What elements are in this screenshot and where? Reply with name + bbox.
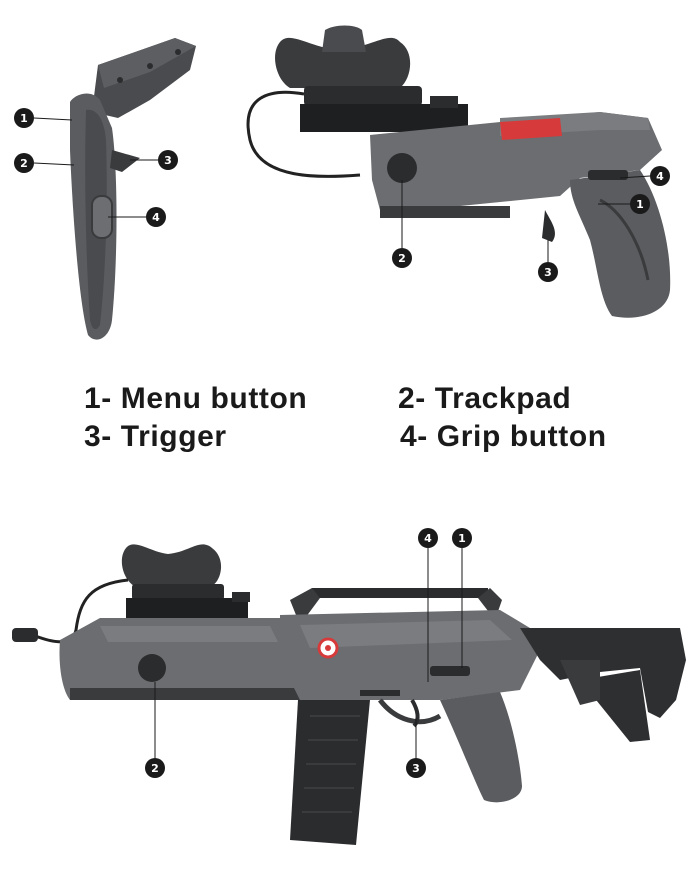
svg-text:4: 4	[152, 211, 160, 224]
callout-grip-rifle: 4	[418, 528, 438, 548]
callout-trigger-controller: 3	[158, 150, 178, 170]
callout-grip-pistol: 4	[650, 166, 670, 186]
callout-trackpad-pistol: 2	[392, 248, 412, 268]
svg-text:3: 3	[164, 154, 172, 167]
svg-text:3: 3	[544, 266, 552, 279]
callout-trigger-pistol: 3	[538, 262, 558, 282]
vive-controller	[70, 38, 196, 340]
svg-text:4: 4	[424, 532, 432, 545]
svg-text:1: 1	[20, 112, 28, 125]
callout-menu-rifle: 1	[452, 528, 472, 548]
callout-grip-controller: 4	[146, 207, 166, 227]
svg-text:2: 2	[398, 252, 406, 265]
leader-lines	[33, 117, 651, 758]
callout-menu-controller: 1	[14, 108, 34, 128]
svg-text:1: 1	[458, 532, 466, 545]
callout-trackpad-controller: 2	[14, 153, 34, 173]
callouts: 1 2 3 4 4 1 2 3	[14, 108, 670, 778]
callout-trackpad-rifle: 2	[145, 758, 165, 778]
svg-text:2: 2	[20, 157, 28, 170]
callout-trigger-rifle: 3	[406, 758, 426, 778]
legend-trackpad: 2- Trackpad	[398, 382, 572, 415]
vr-rifle	[12, 544, 686, 845]
svg-text:4: 4	[656, 170, 664, 183]
legend-trigger: 3- Trigger	[84, 420, 227, 453]
vr-pistol	[246, 25, 671, 318]
legend-menu-button: 1- Menu button	[84, 382, 308, 415]
svg-text:2: 2	[151, 762, 159, 775]
svg-text:3: 3	[412, 762, 420, 775]
callout-menu-pistol: 1	[630, 194, 650, 214]
legend-grip-button: 4- Grip button	[400, 420, 607, 453]
svg-text:1: 1	[636, 198, 644, 211]
